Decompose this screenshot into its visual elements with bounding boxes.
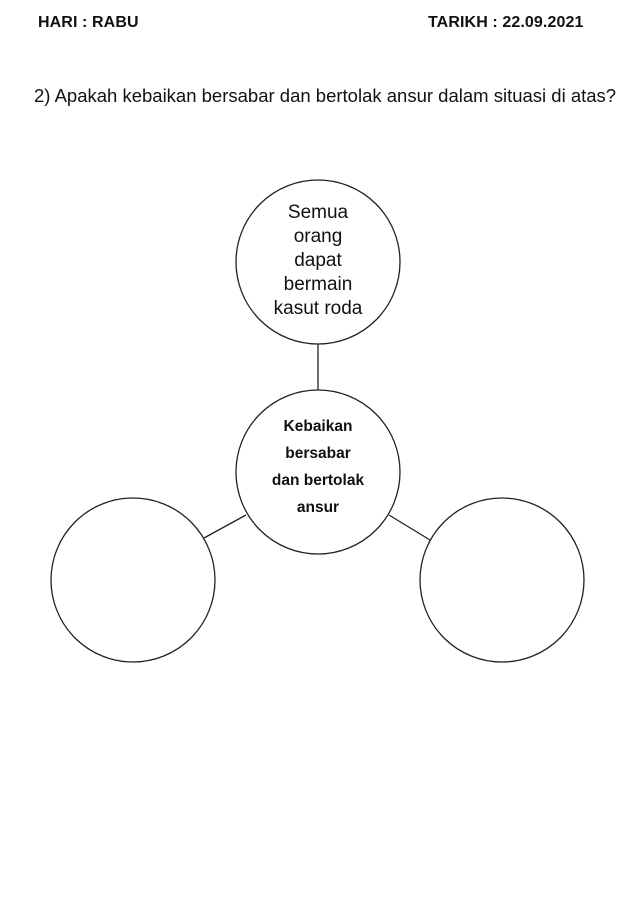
- question-text: 2) Apakah kebaikan bersabar dan bertolak…: [34, 85, 617, 106]
- date-label: TARIKH : 22.09.2021: [428, 14, 584, 31]
- left-bubble: [50, 497, 216, 663]
- top-bubble-text: Semua orang dapat bermain kasut roda: [273, 202, 363, 319]
- center-bubble-text: Kebaikan bersabar dan bertolak ansur: [271, 418, 365, 516]
- top-bubble: [235, 179, 401, 345]
- day-label: HARI : RABU: [38, 14, 139, 31]
- connector-left: [203, 514, 247, 539]
- right-bubble: [419, 497, 585, 663]
- center-bubble: [235, 389, 401, 555]
- connector-right: [388, 514, 431, 541]
